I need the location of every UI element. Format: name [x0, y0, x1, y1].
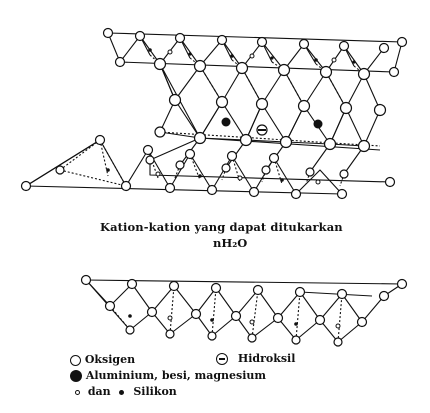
legend-silicon: dan Silikon — [75, 385, 177, 398]
upper-top-tetrahedral-sheet — [107, 32, 403, 75]
hydroxyl-groups — [256, 124, 268, 136]
legend-hydroxyl-label: Hidroksil — [237, 352, 296, 365]
legend-octahedral-cations: Aluminium, besi, magnesium — [70, 369, 266, 382]
small-solid-dot-icon — [118, 389, 124, 395]
open-circle-icon — [70, 354, 81, 366]
oxygen-atoms — [20, 27, 408, 347]
hydroxyl-circle-icon — [216, 353, 228, 365]
water-caption: nH₂O — [213, 236, 248, 250]
solid-circle-icon — [70, 370, 82, 382]
exchange-cations-caption: Kation-kation yang dapat ditukarkan — [100, 220, 343, 234]
octahedral-cations — [221, 117, 323, 129]
legend-silicon-label: Silikon — [133, 385, 177, 398]
small-open-dot-icon — [75, 389, 80, 395]
legend-oxygen: Oksigen — [70, 353, 135, 366]
legend-oxygen-label: Oksigen — [84, 353, 136, 366]
legend-hydroxyl: Hidroksil — [216, 352, 295, 365]
upper-bottom-tetrahedral-sheet — [149, 137, 391, 187]
legend-octahedral-label: Aluminium, besi, magnesium — [85, 369, 267, 382]
silicon-atoms — [106, 48, 356, 329]
legend-and-label: dan — [87, 385, 111, 398]
